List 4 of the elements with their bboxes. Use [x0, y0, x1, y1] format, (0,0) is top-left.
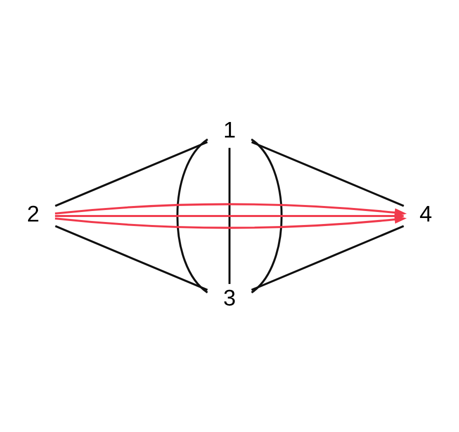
- node-text: 2: [26, 202, 40, 227]
- node-text: 3: [223, 286, 236, 311]
- node-text: 4: [420, 202, 432, 227]
- node-text: 1: [223, 118, 236, 143]
